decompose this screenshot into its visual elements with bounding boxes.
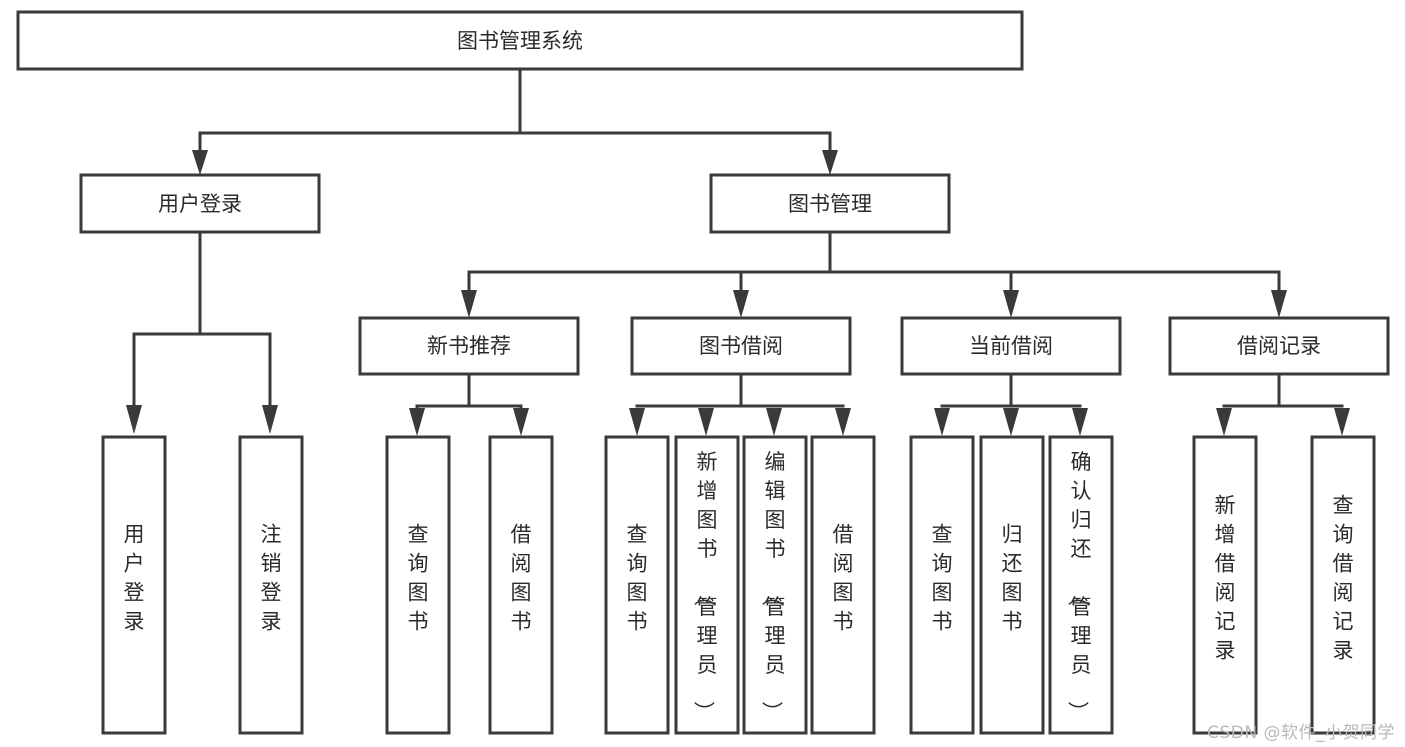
node-leaf-query-book-2-label: 查询图书 — [627, 523, 648, 634]
arrowhead-current-borrow-icon — [1003, 290, 1019, 318]
node-leaf-query-book-2-box[interactable] — [604, 435, 670, 735]
arrowhead-leaf-borrow-book-2-icon — [835, 408, 851, 436]
node-leaf-user-login-label: 用户登录 — [124, 523, 145, 634]
node-borrow-record-box[interactable] — [1168, 316, 1390, 376]
arrowhead-leaf-query-book-2-icon — [629, 408, 645, 436]
node-book-manage-label: 图书管理 — [788, 192, 872, 216]
leaf-nodes-layer — [101, 435, 1376, 735]
node-book-borrow-label: 图书借阅 — [699, 334, 783, 358]
arrowhead-leaf-return-book-icon — [1003, 408, 1019, 436]
arrowhead-leaf-user-login-icon — [126, 405, 142, 434]
arrowhead-leaf-borrow-book-1-icon — [513, 408, 529, 436]
node-user-login-box[interactable] — [79, 173, 321, 234]
arrowhead-leaf-query-record-icon — [1334, 408, 1350, 436]
node-root-label: 图书管理系统 — [457, 29, 583, 53]
node-leaf-confirm-return-box[interactable] — [1048, 435, 1114, 735]
node-book-borrow[interactable]: 图书借阅 — [630, 316, 852, 376]
node-new-book-recommend-box[interactable] — [358, 316, 580, 376]
leaf-labels-layer: 用户登录 注销登录 查询图书 借阅图书 查询图书 新增图书（管理员） 编辑图书（… — [124, 450, 1354, 722]
node-borrow-record[interactable]: 借阅记录 — [1168, 316, 1390, 376]
node-leaf-add-record-box[interactable] — [1192, 435, 1258, 735]
node-leaf-confirm-return-label: 确认归还（管理员） — [1066, 450, 1092, 722]
csdn-watermark: CSDN @软件_小贺同学 — [1207, 723, 1395, 743]
node-new-book-recommend[interactable]: 新书推荐 — [358, 316, 580, 376]
arrowhead-book-borrow-icon — [733, 290, 749, 318]
node-current-borrow-box[interactable] — [900, 316, 1122, 376]
arrowhead-leaf-logout-icon — [262, 405, 278, 434]
node-leaf-logout-box[interactable] — [238, 435, 304, 735]
arrowhead-new-book-recommend-icon — [461, 290, 477, 318]
arrowhead-borrow-record-icon — [1271, 290, 1287, 318]
node-book-manage-box[interactable] — [709, 173, 951, 234]
node-leaf-add-record-label: 新增借阅记录 — [1215, 494, 1236, 663]
node-book-manage[interactable]: 图书管理 — [709, 173, 951, 234]
arrowhead-leaf-add-book-icon — [698, 408, 714, 436]
arrowhead-leaf-query-book-1-icon — [409, 408, 425, 436]
node-leaf-add-book-label: 新增图书（管理员） — [692, 450, 718, 722]
node-leaf-query-book-1-label: 查询图书 — [408, 523, 429, 634]
node-user-login[interactable]: 用户登录 — [79, 173, 321, 234]
arrowhead-book-manage-icon — [822, 150, 838, 175]
node-book-borrow-box[interactable] — [630, 316, 852, 376]
arrowhead-user-login-icon — [192, 150, 208, 175]
node-leaf-borrow-book-1-box[interactable] — [488, 435, 554, 735]
connectors-layer — [126, 67, 1350, 436]
node-leaf-query-book-3-label: 查询图书 — [932, 523, 953, 634]
node-leaf-edit-book-box[interactable] — [742, 435, 808, 735]
node-user-login-label: 用户登录 — [158, 192, 242, 216]
node-current-borrow-label: 当前借阅 — [969, 334, 1053, 358]
node-borrow-record-label: 借阅记录 — [1237, 334, 1321, 358]
node-leaf-user-login-box[interactable] — [101, 435, 167, 735]
node-leaf-logout-label: 注销登录 — [261, 523, 282, 634]
arrowhead-leaf-add-record-icon — [1216, 408, 1232, 436]
node-leaf-query-book-1-box[interactable] — [385, 435, 451, 735]
node-leaf-query-record-label: 查询借阅记录 — [1333, 494, 1354, 663]
node-leaf-add-book-box[interactable] — [674, 435, 740, 735]
arrowhead-leaf-confirm-return-icon — [1072, 408, 1088, 436]
node-root[interactable]: 图书管理系统 — [16, 10, 1024, 71]
node-leaf-borrow-book-2-label: 借阅图书 — [833, 523, 854, 634]
node-leaf-borrow-book-2-box[interactable] — [810, 435, 876, 735]
node-leaf-return-book-label: 归还图书 — [1002, 523, 1023, 634]
node-root-box[interactable] — [16, 10, 1024, 71]
node-leaf-query-record-box[interactable] — [1310, 435, 1376, 735]
arrowhead-leaf-edit-book-icon — [766, 408, 782, 436]
node-leaf-query-book-3-box[interactable] — [909, 435, 975, 735]
node-leaf-borrow-book-1-label: 借阅图书 — [511, 523, 532, 634]
node-new-book-recommend-label: 新书推荐 — [427, 334, 511, 358]
node-leaf-edit-book-label: 编辑图书（管理员） — [760, 450, 786, 722]
node-current-borrow[interactable]: 当前借阅 — [900, 316, 1122, 376]
arrowhead-leaf-query-book-3-icon — [934, 408, 950, 436]
node-leaf-return-book-box[interactable] — [979, 435, 1045, 735]
